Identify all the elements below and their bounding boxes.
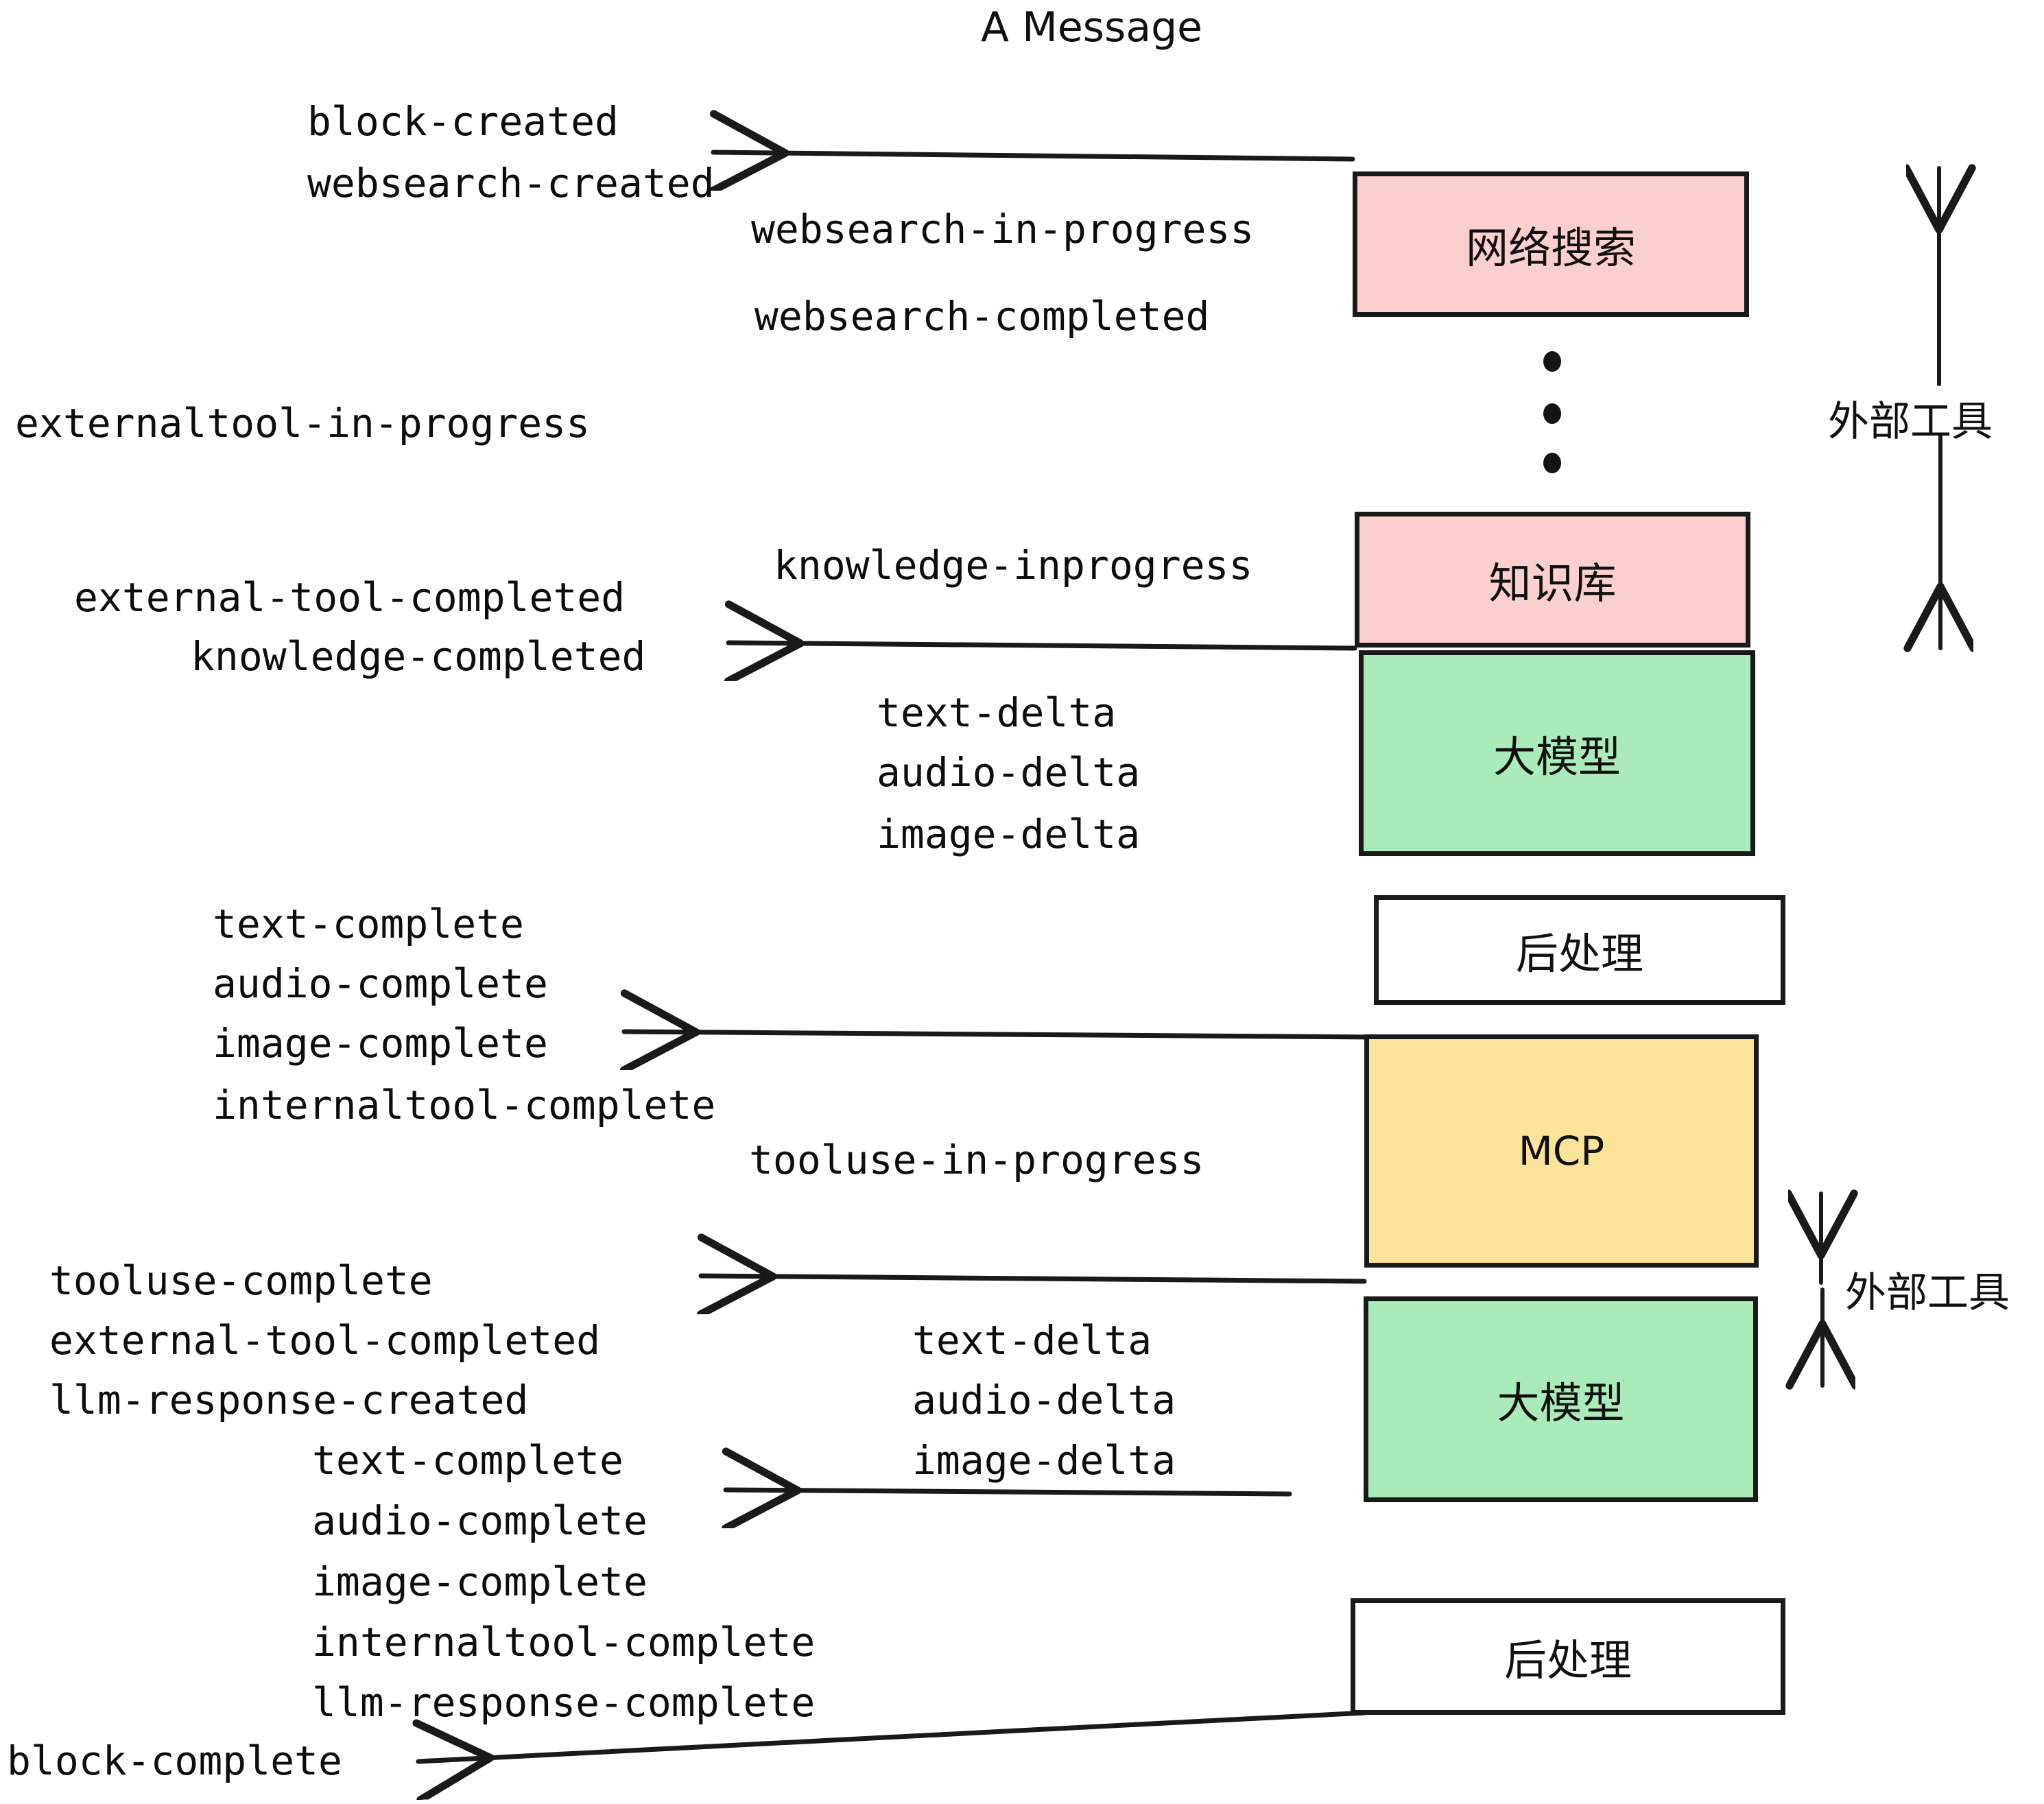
event-llm-response-complete: llm-response-complete [312, 1679, 816, 1726]
ellipsis-dot-1 [1543, 351, 1561, 372]
box-postprocess-1[interactable]: 后处理 [1374, 895, 1785, 1005]
box-postprocess-2-label: 后处理 [1504, 1635, 1632, 1685]
box-postprocess-2[interactable]: 后处理 [1351, 1598, 1785, 1715]
event-audio-delta-2: audio-delta [912, 1377, 1176, 1423]
event-knowledge-inprogress: knowledge-inprogress [774, 542, 1253, 589]
event-websearch-completed: websearch-completed [754, 293, 1210, 340]
event-audio-delta-1: audio-delta [877, 749, 1141, 796]
box-llm-2[interactable]: 大模型 [1364, 1296, 1758, 1502]
event-internaltool-complete-2: internaltool-complete [312, 1619, 816, 1665]
event-image-delta-2: image-delta [912, 1437, 1176, 1484]
arrow-postprocess1-to-image-complete [624, 1032, 1377, 1037]
event-externaltool-in-progress: externaltool-in-progress [15, 400, 591, 447]
event-websearch-in-progress: websearch-in-progress [751, 206, 1255, 252]
event-image-complete-1: image-complete [213, 1020, 548, 1067]
event-text-complete-1: text-complete [213, 901, 524, 947]
external-tools-label-top: 外部工具 [1828, 398, 1993, 446]
event-tooluse-in-progress: tooluse-in-progress [749, 1137, 1204, 1183]
external-tools-label-bottom: 外部工具 [1845, 1269, 2010, 1317]
ellipsis-dot-3 [1543, 453, 1561, 473]
box-knowledge[interactable]: 知识库 [1355, 512, 1750, 648]
ellipsis-dot-2 [1543, 403, 1561, 424]
event-text-delta-1: text-delta [877, 689, 1117, 736]
event-internaltool-complete-1: internaltool-complete [213, 1082, 716, 1128]
box-postprocess-1-label: 后处理 [1515, 929, 1643, 979]
box-mcp-label: MCP [1518, 1128, 1605, 1174]
box-mcp[interactable]: MCP [1364, 1034, 1759, 1268]
arrow-knowledge-to-completed [728, 643, 1357, 648]
event-external-tool-completed-1: external-tool-completed [74, 574, 626, 621]
box-websearch-label: 网络搜索 [1465, 223, 1636, 273]
box-llm-1[interactable]: 大模型 [1359, 650, 1755, 856]
event-image-delta-1: image-delta [877, 811, 1141, 857]
event-external-tool-completed-2: external-tool-completed [49, 1317, 601, 1364]
event-audio-complete-1: audio-complete [213, 960, 548, 1007]
event-websearch-created: websearch-created [307, 160, 715, 206]
event-text-delta-2: text-delta [912, 1317, 1152, 1364]
event-image-complete-2: image-complete [312, 1558, 647, 1605]
event-knowledge-completed: knowledge-completed [191, 633, 646, 680]
page-title: A Message [981, 3, 1203, 51]
event-llm-response-created: llm-response-created [49, 1377, 529, 1423]
arrow-llm2-to-audio-complete [726, 1490, 1292, 1494]
event-text-complete-2: text-complete [312, 1437, 623, 1484]
box-llm-1-label: 大模型 [1493, 732, 1621, 782]
box-websearch[interactable]: 网络搜索 [1353, 171, 1749, 317]
event-block-complete: block-complete [7, 1737, 342, 1784]
box-llm-2-label: 大模型 [1497, 1378, 1625, 1428]
event-audio-complete-2: audio-complete [312, 1497, 647, 1544]
arrow-websearch-to-created [713, 152, 1355, 159]
event-tooluse-complete: tooluse-complete [49, 1257, 433, 1304]
box-knowledge-label: 知识库 [1488, 558, 1617, 608]
arrow-mcp-to-tooluse-complete [701, 1276, 1367, 1281]
event-block-created: block-created [307, 98, 619, 145]
